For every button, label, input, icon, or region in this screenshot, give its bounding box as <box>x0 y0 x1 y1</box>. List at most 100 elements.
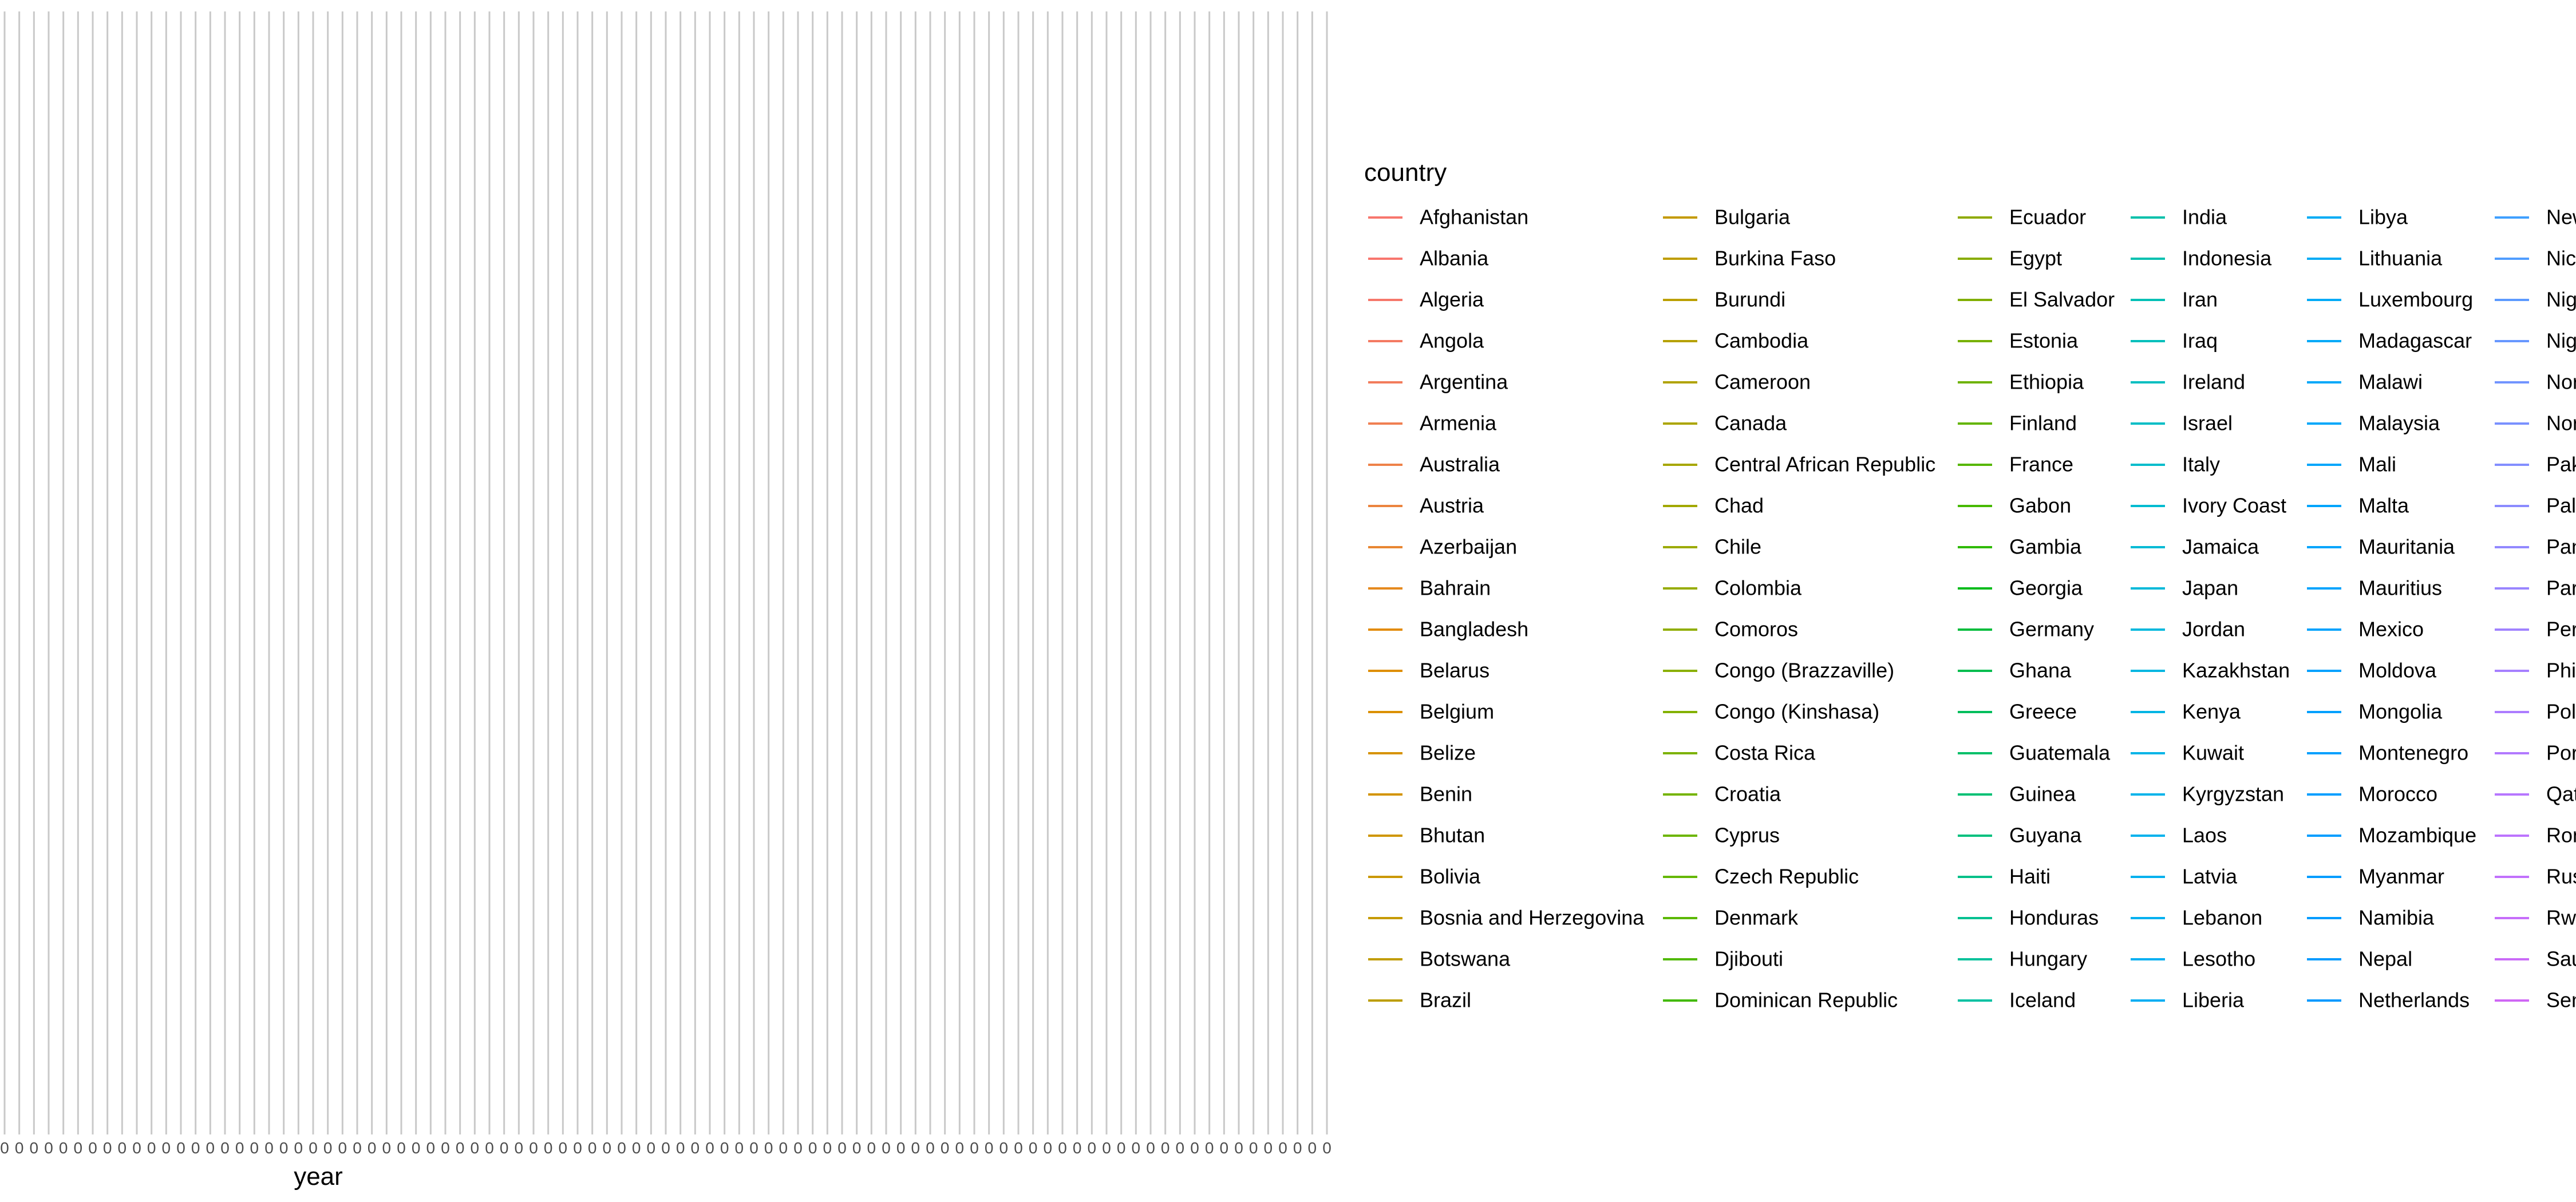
x-tick-label: 0 <box>206 1139 215 1157</box>
legend-label: Senegal <box>2546 989 2576 1012</box>
legend-label: Pakistan <box>2546 453 2576 476</box>
x-tick-label: 0 <box>999 1139 1009 1157</box>
legend-label: Angola <box>1420 329 1484 353</box>
legend-label: Namibia <box>2358 906 2435 930</box>
legend-label: Iraq <box>2182 329 2218 353</box>
x-tick-label: 0 <box>441 1139 450 1157</box>
legend-label: North Macedonia <box>2546 370 2576 394</box>
x-tick-label: 0 <box>896 1139 906 1157</box>
x-tick-label: 0 <box>338 1139 347 1157</box>
legend-label: Laos <box>2182 824 2227 847</box>
legend-label: Romania <box>2546 824 2576 847</box>
legend-label: Azerbaijan <box>1420 535 1517 559</box>
legend-label: Palestine <box>2546 494 2576 517</box>
x-tick-label: 0 <box>1322 1139 1332 1157</box>
legend-label: Malaysia <box>2358 412 2440 435</box>
legend-label: Czech Republic <box>1714 865 1859 888</box>
legend-label: Netherlands <box>2358 989 2470 1012</box>
legend-label: Albania <box>1420 247 1489 270</box>
x-tick-label: 0 <box>1117 1139 1126 1157</box>
legend-label: Mongolia <box>2358 700 2443 723</box>
x-tick-label: 0 <box>485 1139 494 1157</box>
legend-label: Bhutan <box>1420 824 1485 847</box>
legend-label: Italy <box>2182 453 2220 476</box>
x-tick-label: 0 <box>1308 1139 1317 1157</box>
legend-label: Guyana <box>2009 824 2082 847</box>
x-tick-label: 0 <box>926 1139 935 1157</box>
legend-label: Mali <box>2358 453 2396 476</box>
x-tick-label: 0 <box>632 1139 641 1157</box>
legend: AfghanistanAlbaniaAlgeriaAngolaArgentina… <box>1368 205 2576 1012</box>
legend-label: Central African Republic <box>1714 453 1935 476</box>
legend-label: Iceland <box>2009 989 2076 1012</box>
x-tick-label: 0 <box>1088 1139 1097 1157</box>
legend-label: Bolivia <box>1420 865 1481 888</box>
x-tick-label: 0 <box>162 1139 171 1157</box>
legend-label: Brazil <box>1420 989 1471 1012</box>
x-tick-label: 0 <box>647 1139 656 1157</box>
legend-label: Rwanda <box>2546 906 2576 930</box>
legend-label: Denmark <box>1714 906 1799 930</box>
x-tick-label: 0 <box>74 1139 83 1157</box>
x-tick-label: 0 <box>471 1139 480 1157</box>
legend-label: Israel <box>2182 412 2233 435</box>
x-tick-label: 0 <box>368 1139 377 1157</box>
legend-label: Finland <box>2009 412 2077 435</box>
legend-label: Montenegro <box>2358 741 2468 765</box>
vertical-gridlines <box>3 11 1328 1134</box>
legend-label: France <box>2009 453 2073 476</box>
legend-label: Mauritania <box>2358 535 2455 559</box>
x-tick-label: 0 <box>132 1139 141 1157</box>
x-tick-label: 0 <box>1161 1139 1170 1157</box>
legend-label: Madagascar <box>2358 329 2472 353</box>
x-tick-label: 0 <box>749 1139 758 1157</box>
legend-label: Malawi <box>2358 370 2423 394</box>
legend-label: Nigeria <box>2546 329 2576 353</box>
x-tick-label: 0 <box>793 1139 803 1157</box>
x-tick-label: 0 <box>500 1139 509 1157</box>
legend-label: Jamaica <box>2182 535 2259 559</box>
legend-label: Cambodia <box>1714 329 1809 353</box>
legend-label: Kazakhstan <box>2182 659 2290 682</box>
legend-label: Costa Rica <box>1714 741 1816 765</box>
legend-label: El Salvador <box>2009 288 2115 311</box>
legend-label: Niger <box>2546 288 2576 311</box>
legend-label: Bangladesh <box>1420 618 1528 641</box>
legend-label: Indonesia <box>2182 247 2272 270</box>
legend-label: Kenya <box>2182 700 2241 723</box>
legend-label: Ivory Coast <box>2182 494 2286 517</box>
legend-label: Ghana <box>2009 659 2072 682</box>
x-tick-label: 0 <box>176 1139 185 1157</box>
legend-label: Congo (Brazzaville) <box>1714 659 1894 682</box>
x-tick-label: 0 <box>220 1139 230 1157</box>
x-tick-label: 0 <box>426 1139 436 1157</box>
legend-label: Haiti <box>2009 865 2050 888</box>
legend-label: Ethiopia <box>2009 370 2084 394</box>
x-tick-label: 0 <box>147 1139 156 1157</box>
x-tick-label: 0 <box>1029 1139 1038 1157</box>
legend-label: Greece <box>2009 700 2077 723</box>
legend-label: Chile <box>1714 535 1761 559</box>
legend-label: Honduras <box>2009 906 2099 930</box>
x-tick-label: 0 <box>1058 1139 1067 1157</box>
legend-label: Ecuador <box>2009 205 2086 229</box>
legend-label: Botswana <box>1420 947 1511 971</box>
x-tick-label: 0 <box>837 1139 847 1157</box>
legend-label: Gabon <box>2009 494 2071 517</box>
x-tick-label: 0 <box>735 1139 744 1157</box>
x-tick-label: 0 <box>941 1139 950 1157</box>
x-tick-label: 0 <box>1044 1139 1053 1157</box>
legend-label: Lebanon <box>2182 906 2262 930</box>
x-tick-label: 0 <box>1220 1139 1229 1157</box>
x-tick-label: 0 <box>852 1139 862 1157</box>
legend-label: Algeria <box>1420 288 1484 311</box>
x-tick-label: 0 <box>1014 1139 1023 1157</box>
legend-label: Estonia <box>2009 329 2079 353</box>
x-tick-label: 0 <box>955 1139 965 1157</box>
legend-label: Hungary <box>2009 947 2087 971</box>
x-tick-label: 0 <box>456 1139 465 1157</box>
x-axis-title: year <box>294 1163 343 1191</box>
legend-label: Belarus <box>1420 659 1490 682</box>
x-tick-label: 0 <box>985 1139 994 1157</box>
